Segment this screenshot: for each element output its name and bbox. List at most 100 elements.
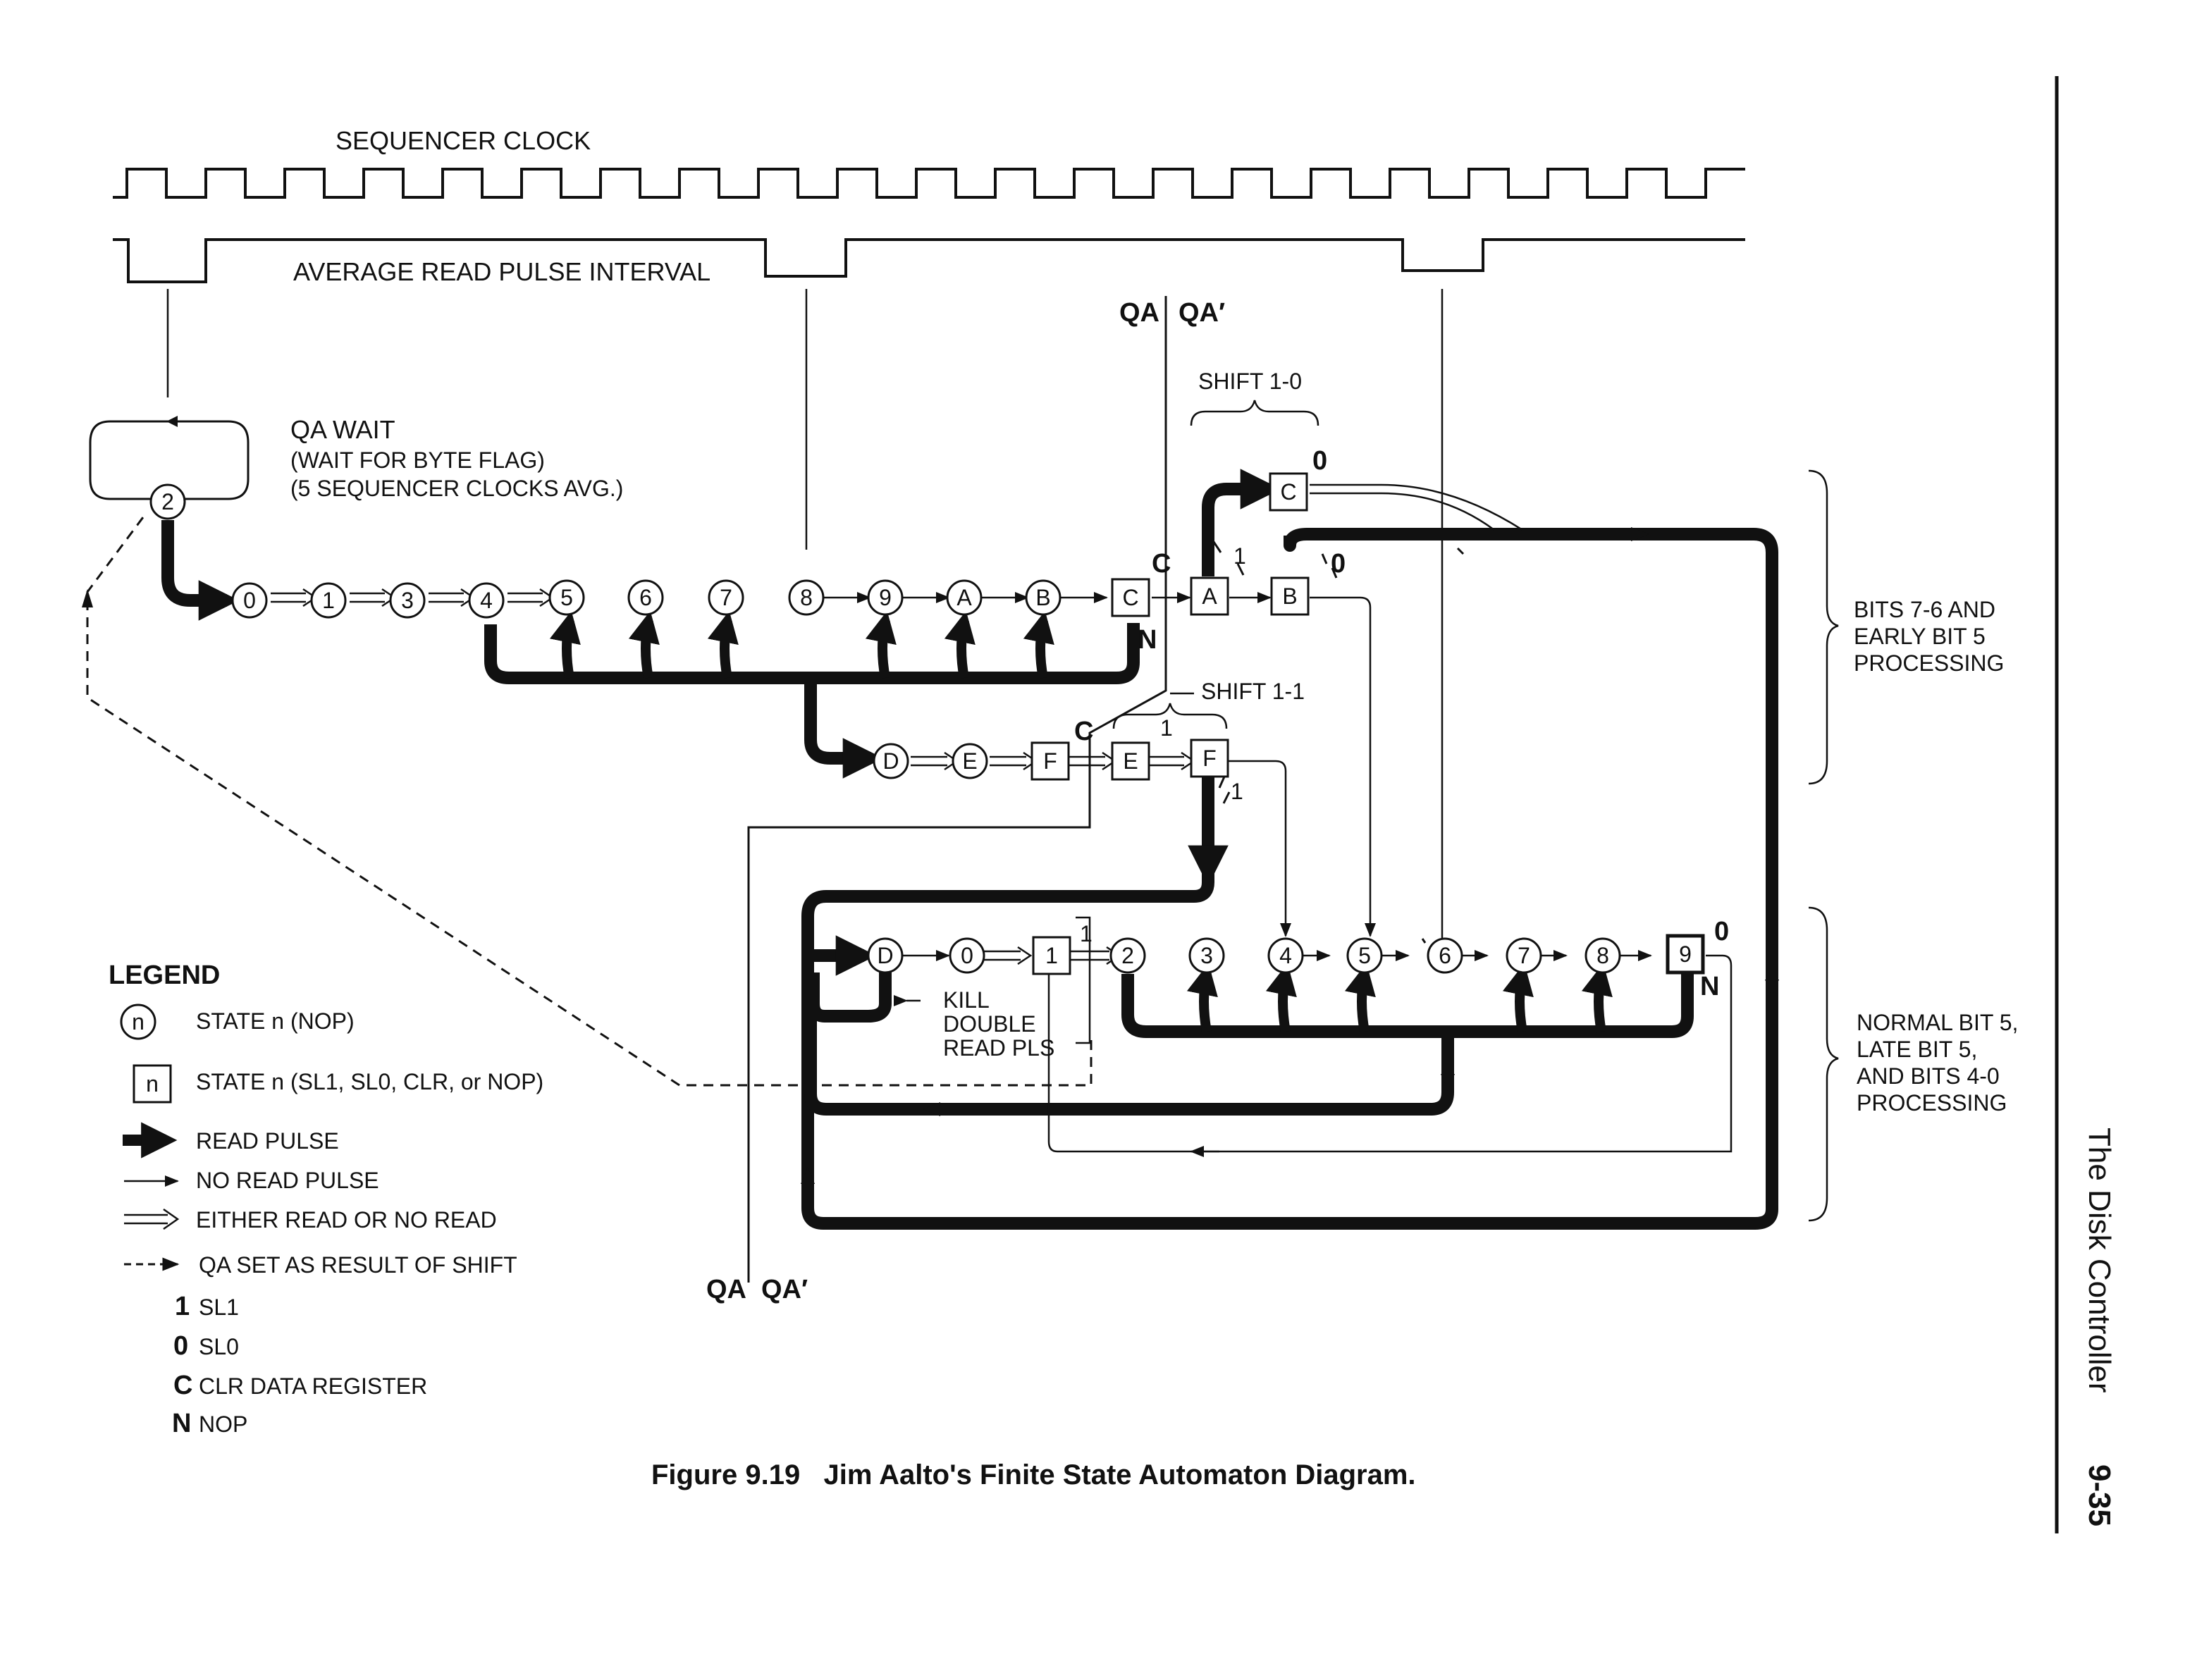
transition-ticks	[1211, 539, 1465, 944]
state-top-A	[1190, 576, 1229, 616]
legend-state-square: STATE n (SL1, SL0, CLR, or NOP)	[196, 1069, 543, 1094]
state-r3-0	[949, 937, 985, 974]
legend-qa-set: QA SET AS RESULT OF SHIFT	[199, 1252, 517, 1278]
state-r3-D	[867, 937, 904, 974]
kill-bracket	[1076, 916, 1091, 1044]
row1-branch-hooks	[549, 610, 1054, 679]
state-r3-0-label: 0	[961, 943, 973, 968]
qa-bottom-label: QA	[706, 1275, 746, 1304]
either-paths	[271, 483, 1523, 965]
state-r1-C	[1111, 578, 1150, 617]
state-r1-0	[231, 582, 268, 619]
state-r3-1	[1032, 936, 1071, 975]
figure-caption: Figure 9.19 Jim Aalto's Finite State Aut…	[651, 1459, 1416, 1490]
state-r1-4-label: 4	[480, 588, 493, 613]
read-pulse-waveform	[113, 238, 1745, 283]
loop-arrow-left	[923, 1102, 940, 1116]
read-path-B-loop	[801, 528, 1778, 1230]
state-r3-7-label: 7	[1518, 943, 1530, 968]
page-number: 9-35	[2082, 1464, 2117, 1526]
legend-key-c: C	[173, 1371, 192, 1400]
qa-set-dashed-arrow	[82, 589, 93, 607]
state-r3-7	[1506, 937, 1542, 974]
shift10-label: SHIFT 1-0	[1198, 369, 1302, 394]
mark-0c: 0	[1714, 917, 1729, 946]
state-top-B	[1270, 576, 1310, 616]
legend-val-c: CLR DATA REGISTER	[199, 1373, 427, 1399]
legend-circle-n: n	[132, 1009, 144, 1034]
legend-either: EITHER READ OR NO READ	[196, 1207, 497, 1233]
state-nodes: 2 0 1 3 4 5 6 7 8 9 A B C C A B D E	[149, 472, 1705, 975]
legend-val-0: SL0	[199, 1334, 239, 1359]
mark-1c: 1	[1231, 779, 1243, 804]
kill-line1: KILL	[943, 987, 990, 1013]
qa-wait-line1: (WAIT FOR BYTE FLAG)	[290, 447, 545, 473]
read-path-D-loop	[807, 972, 892, 1023]
state-top-A-label: A	[1202, 583, 1217, 609]
group-bottom-line1: NORMAL BIT 5,	[1857, 1010, 2018, 1035]
state-r2-D	[873, 743, 909, 779]
legend-key-n: N	[172, 1409, 191, 1438]
legend-key-0: 0	[173, 1331, 188, 1361]
no-read-paths	[823, 592, 1733, 1157]
state-r1-5	[548, 579, 585, 616]
bottom-group-brace	[1808, 906, 1839, 1222]
qa-prime-top-label: QA′	[1179, 298, 1225, 328]
state-top-C-label: C	[1280, 479, 1296, 505]
side-title: The Disk Controller	[2082, 1128, 2117, 1393]
legend-no-read: NO READ PULSE	[196, 1168, 379, 1193]
group-bottom-line4: PROCESSING	[1857, 1090, 2007, 1116]
sequencer-clock-waveform	[113, 168, 1745, 199]
legend-square-symbol	[133, 1064, 172, 1104]
state-wait-2	[149, 483, 186, 520]
state-r1-5-label: 5	[560, 585, 573, 610]
state-r1-A	[946, 579, 983, 616]
legend-val-n: NOP	[199, 1412, 247, 1437]
state-r1-3-label: 3	[401, 588, 414, 613]
mark-0a: 0	[1312, 446, 1327, 476]
qa-prime-bottom-label: QA′	[761, 1275, 808, 1304]
qa-top-label: QA	[1119, 298, 1159, 328]
state-r3-9	[1666, 934, 1705, 975]
read-path-row3-bus	[1121, 972, 1694, 1038]
read-path-row1-down	[804, 678, 884, 779]
state-r1-1	[310, 582, 347, 619]
kill-line3: READ PLS	[943, 1035, 1054, 1061]
state-top-B-label: B	[1282, 583, 1297, 609]
legend-either-symbol	[124, 1208, 180, 1230]
group-top-line2: EARLY BIT 5	[1854, 624, 1986, 649]
shift11-label: SHIFT 1-1	[1201, 679, 1305, 704]
mark-1b: 1	[1160, 715, 1173, 741]
state-r2-E-label: E	[962, 748, 977, 774]
state-r1-6	[627, 579, 664, 616]
state-r3-5	[1346, 937, 1383, 974]
mark-c1: C	[1152, 549, 1171, 579]
state-r3-2-label: 2	[1121, 943, 1134, 968]
state-r2-F-label: F	[1043, 748, 1057, 774]
group-bottom-line2: LATE BIT 5,	[1857, 1037, 1977, 1062]
qa-set-dashed-path	[86, 514, 1093, 1087]
mark-1d: 1	[1080, 921, 1093, 946]
state-r3-5-label: 5	[1358, 943, 1371, 968]
state-r3-4-label: 4	[1279, 943, 1292, 968]
state-r1-C-label: C	[1122, 585, 1138, 610]
read-path-to-shift10	[1202, 469, 1281, 576]
state-r3-8	[1585, 937, 1621, 974]
state-r1-4	[468, 582, 505, 619]
state-r1-7	[708, 579, 744, 616]
legend-square-n: n	[146, 1071, 159, 1097]
read-path-wait-to-0	[161, 520, 240, 621]
kill-line2: DOUBLE	[943, 1011, 1036, 1037]
qa-boundary-line	[747, 296, 1167, 1283]
state-r2-E2	[1111, 741, 1150, 781]
mark-n2: N	[1700, 972, 1719, 1001]
loop-arrow-up	[801, 1167, 815, 1184]
state-r3-1-label: 1	[1045, 943, 1058, 968]
state-r3-3	[1188, 937, 1225, 974]
state-r3-3-label: 3	[1200, 943, 1213, 968]
state-r2-F2-label: F	[1202, 746, 1217, 771]
sequencer-clock-label: SEQUENCER CLOCK	[336, 126, 591, 155]
state-r3-4	[1267, 937, 1304, 974]
state-r1-8	[788, 579, 825, 616]
